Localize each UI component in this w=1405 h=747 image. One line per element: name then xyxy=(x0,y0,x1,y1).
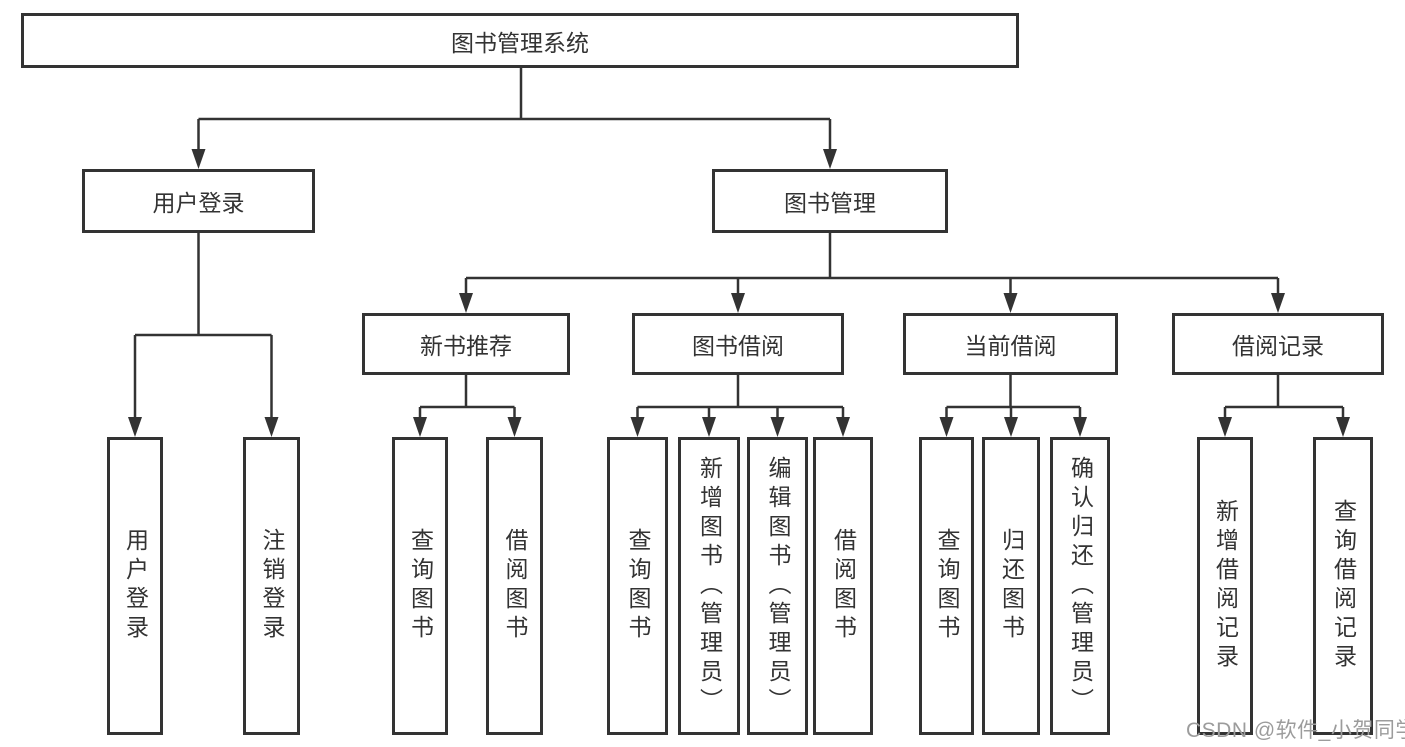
leaf-newbook-query-label: 查询图书 xyxy=(407,528,434,644)
node-book-management: 图书管理 xyxy=(712,169,948,233)
node-root-label: 图书管理系统 xyxy=(451,29,589,56)
leaf-borrow-edit: 编辑图书（管理员） xyxy=(747,437,808,735)
leaf-user-login: 用户登录 xyxy=(107,437,163,735)
leaf-current-return-label: 归还图书 xyxy=(998,528,1025,644)
node-current-borrow: 当前借阅 xyxy=(903,313,1118,375)
csdn-watermark: CSDN @软件_小贺同学 xyxy=(1186,719,1405,742)
leaf-borrow-edit-label: 编辑图书（管理员） xyxy=(765,455,791,717)
leaf-borrow-add-label: 新增图书（管理员） xyxy=(696,455,723,717)
node-current-borrow-label: 当前借阅 xyxy=(964,333,1057,359)
leaf-borrow-add: 新增图书（管理员） xyxy=(678,437,740,735)
leaf-current-query-label: 查询图书 xyxy=(934,528,960,644)
leaf-records-query: 查询借阅记录 xyxy=(1313,437,1373,735)
leaf-current-query: 查询图书 xyxy=(919,437,974,735)
node-user-login: 用户登录 xyxy=(82,169,315,233)
leaf-logout-label: 注销登录 xyxy=(259,528,285,644)
node-new-book-recommend: 新书推荐 xyxy=(362,313,570,375)
leaf-current-return: 归还图书 xyxy=(982,437,1040,735)
leaf-borrow-borrow: 借阅图书 xyxy=(813,437,873,735)
node-root: 图书管理系统 xyxy=(21,13,1019,68)
node-user-login-label: 用户登录 xyxy=(152,190,245,216)
leaf-current-confirm-label: 确认归还（管理员） xyxy=(1067,455,1094,717)
leaf-logout: 注销登录 xyxy=(243,437,300,735)
node-book-borrow-label: 图书借阅 xyxy=(692,333,784,359)
leaf-user-login-label: 用户登录 xyxy=(122,528,149,644)
node-book-borrow: 图书借阅 xyxy=(632,313,844,375)
leaf-borrow-query: 查询图书 xyxy=(607,437,668,735)
leaf-newbook-borrow-label: 借阅图书 xyxy=(502,528,528,644)
leaf-newbook-query: 查询图书 xyxy=(392,437,448,735)
node-borrow-records: 借阅记录 xyxy=(1172,313,1384,375)
leaf-borrow-borrow-label: 借阅图书 xyxy=(830,528,857,644)
leaf-borrow-query-label: 查询图书 xyxy=(625,528,651,644)
leaf-records-add: 新增借阅记录 xyxy=(1197,437,1253,735)
node-new-book-recommend-label: 新书推荐 xyxy=(420,333,512,359)
node-book-management-label: 图书管理 xyxy=(784,190,876,216)
node-borrow-records-label: 借阅记录 xyxy=(1232,333,1324,359)
leaf-records-add-label: 新增借阅记录 xyxy=(1212,499,1239,673)
leaf-newbook-borrow: 借阅图书 xyxy=(486,437,543,735)
leaf-current-confirm: 确认归还（管理员） xyxy=(1050,437,1110,735)
leaf-records-query-label: 查询借阅记录 xyxy=(1330,499,1357,673)
